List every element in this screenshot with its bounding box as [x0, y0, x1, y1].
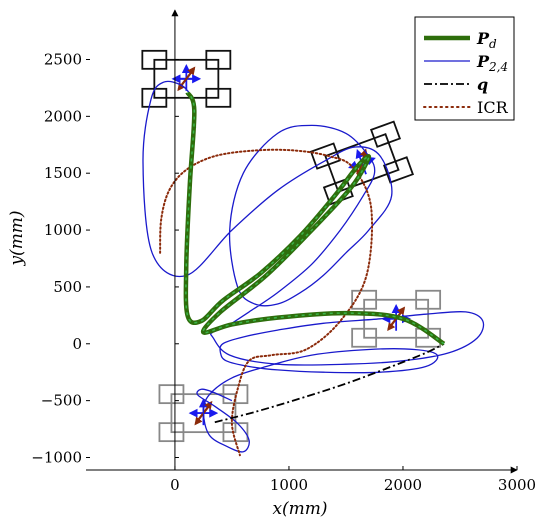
robot-wheel: [351, 327, 378, 348]
y-tick-label: 1500: [44, 164, 82, 182]
series-Pd: [183, 91, 446, 346]
robot-body: [363, 298, 430, 339]
robot-wheel: [158, 384, 185, 405]
series-layer: [142, 80, 485, 457]
series-ICR: [159, 148, 374, 457]
robot-body: [153, 58, 220, 99]
legend-label-ICR: ICR: [477, 98, 509, 117]
y-tick-label: 1000: [44, 221, 82, 239]
robot-icr-arrow-back: [177, 68, 195, 92]
y-axis-label: y(mm): [7, 210, 27, 266]
x-tick-label: 1000: [270, 476, 308, 494]
x-axis-label: x(mm): [272, 499, 327, 519]
robot-wheel: [309, 142, 341, 170]
x-tick-label: 0: [170, 476, 180, 494]
robot-wheel: [415, 289, 442, 310]
robot-wheel: [141, 49, 168, 70]
robot-icr-arrow-back: [387, 308, 405, 332]
y-tick-label: 0: [72, 335, 82, 353]
robot-body: [324, 133, 400, 193]
robot-wheel: [158, 422, 185, 443]
series-P24: [142, 80, 485, 453]
legend-label-q: q: [477, 75, 488, 94]
y-tick-label: 2000: [44, 107, 82, 125]
robot-wheel: [369, 120, 402, 148]
series-q: [214, 342, 445, 424]
legend-box: [414, 16, 515, 121]
y-tick-label: 500: [53, 278, 82, 296]
robot-wheel: [205, 49, 232, 70]
robot-wheel: [222, 384, 249, 405]
robot-wheel: [351, 289, 378, 310]
x-tick-label: 3000: [498, 476, 536, 494]
axes: 0 1000 2000 3000 −1000 −500 0 500 1000 1500 2000 25…: [31, 9, 536, 494]
y-tick-label: −1000: [31, 448, 82, 466]
robot-wheel: [415, 327, 442, 348]
robot-wheel: [205, 87, 232, 108]
robot-1: [141, 49, 232, 108]
y-tick-label: −500: [41, 392, 82, 410]
legend-label-P24: P2,4: [476, 52, 508, 74]
x-tick-label: 2000: [384, 476, 422, 494]
axis-labels: x(mm) y(mm): [7, 210, 328, 519]
legend-label-Pd: Pd: [476, 29, 497, 51]
robot-wheel: [382, 156, 415, 184]
robot-body: [170, 393, 237, 434]
y-tick-label: 2500: [44, 50, 82, 68]
series-Pd-inner: [185, 92, 445, 345]
